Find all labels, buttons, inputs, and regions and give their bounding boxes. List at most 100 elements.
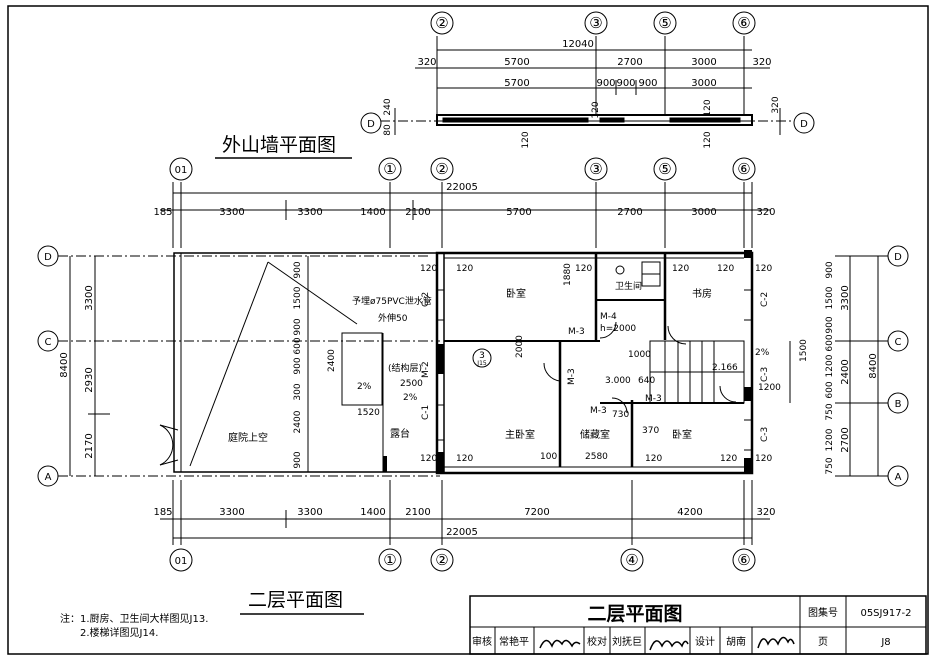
- dim-1200-right: 1200: [758, 383, 781, 393]
- section-mark: 3: [479, 351, 485, 361]
- right-detail-900: 900: [825, 261, 835, 278]
- right-total-8400: 8400: [868, 353, 879, 378]
- pipe-note-2: 外伸50: [378, 312, 408, 324]
- dim-1520: 1520: [357, 408, 380, 418]
- right-detail-750b: 750: [825, 457, 835, 474]
- left-total-8400: 8400: [59, 352, 70, 377]
- room-terrace: 露台: [390, 427, 410, 440]
- gable-grid-d-left: D: [367, 119, 375, 130]
- inner-left-chain: 900 1500 900 600 900 300 2400 900: [293, 256, 309, 472]
- inner-left-1500: 1500: [293, 286, 303, 309]
- dim-2400-inner: 2400: [327, 349, 337, 372]
- bottom-dim-7200: 7200: [524, 507, 549, 518]
- gable-dim2-900c: 900: [638, 78, 657, 89]
- title-block-page-label: 页: [818, 636, 828, 648]
- title-block-page-no: J8: [880, 637, 890, 648]
- plan-top-grid-markers: 01 ① ② ③ ⑤ ⑥: [169, 157, 756, 181]
- gable-side-320: 320: [771, 96, 781, 113]
- row-c-left: C: [45, 337, 52, 348]
- plan-walls: [159, 251, 754, 475]
- bottom-dim-1400: 1400: [360, 507, 385, 518]
- plan-inner-dims: 120 120 120 120 120 120 1880 1000 2000 2…: [327, 263, 809, 464]
- right-seg-2400: 2400: [840, 359, 851, 384]
- right-seg-3300: 3300: [840, 285, 851, 310]
- gable-dim-320-r: 320: [752, 57, 771, 68]
- gable-grid-markers: ② ③ ⑤ ⑥ D D: [360, 11, 815, 134]
- left-seg-2170: 2170: [84, 433, 95, 458]
- row-d-right: D: [894, 252, 902, 263]
- dim-120-d: 120: [672, 264, 689, 274]
- dim-370: 370: [642, 426, 659, 436]
- inner-left-600: 600: [293, 337, 303, 354]
- row-a-left: A: [45, 472, 52, 483]
- plan-grid-01-top: 01: [175, 165, 188, 176]
- gable-wall-120b: 120: [591, 101, 601, 118]
- window-c3-a: C-3: [760, 367, 770, 382]
- bottom-dim-2100: 2100: [405, 507, 430, 518]
- right-detail-1500: 1500: [825, 286, 835, 309]
- gable-side-80: 80: [383, 124, 393, 136]
- plan-bottom-dim-lines: [160, 480, 770, 545]
- right-detail-1200: 1200: [825, 354, 835, 377]
- window-c2-right: C-2: [760, 292, 770, 307]
- dim-120-j: 120: [720, 454, 737, 464]
- gable-wall-120c: 120: [703, 131, 713, 148]
- dim-120-e: 120: [717, 264, 734, 274]
- plan-top-dim-3300a: 3300: [219, 207, 244, 218]
- row-b-right: B: [895, 399, 902, 410]
- room-master-bedroom: 主卧室: [505, 428, 535, 441]
- dim-100: 100: [540, 452, 557, 462]
- dim-2500: 2500: [400, 379, 423, 389]
- plan-grid-01-bottom: 01: [175, 556, 188, 567]
- room-courtyard-void: 庭院上空: [228, 431, 268, 444]
- gable-dim-2700: 2700: [617, 57, 642, 68]
- dim-2580: 2580: [585, 452, 608, 462]
- pipe-note: 予埋ø75PVC泄水管: [352, 295, 432, 307]
- plan-bottom-grid-markers: 01 ① ② ④ ⑥: [169, 548, 756, 572]
- title-block-drawing-title: 二层平面图: [587, 603, 682, 625]
- note-line-1: 注：1.厨房、卫生间大样图见J13.: [60, 612, 208, 625]
- plan-grid-6-top: ⑥: [737, 160, 750, 178]
- level-2166: 2.166: [712, 363, 738, 373]
- gable-grid-5: ⑤: [658, 14, 671, 32]
- plan-overall-dim-top: 22005: [446, 182, 478, 193]
- signature-designer: [757, 636, 795, 649]
- left-seg-3300: 3300: [84, 285, 95, 310]
- plan-top-dim-185: 185: [153, 207, 172, 218]
- dim-120-i: 120: [645, 454, 662, 464]
- room-bedroom-b: 卧室: [672, 428, 692, 441]
- title-block-check-label: 校对: [587, 635, 607, 648]
- gable-grid-2: ②: [435, 14, 448, 32]
- slope-note-c: 2%: [755, 348, 770, 358]
- bottom-dim-185: 185: [153, 507, 172, 518]
- room-bedroom-a: 卧室: [506, 287, 526, 300]
- room-bathroom: 卫生间: [615, 280, 642, 292]
- title-block: [469, 595, 927, 655]
- left-seg-2930: 2930: [84, 367, 95, 392]
- gable-side-240: 240: [383, 98, 393, 115]
- plan-overall-dim-bottom: 22005: [446, 527, 478, 538]
- dim-1500-right: 1500: [799, 339, 809, 362]
- title-block-reviewer: 常艳平: [499, 635, 529, 648]
- inner-left-900c: 900: [293, 357, 303, 374]
- plan-grid-1-top: ①: [383, 160, 396, 178]
- gable-wall-plan-title: 外山墙平面图: [222, 134, 336, 156]
- sheet-border: [7, 5, 929, 655]
- plan-top-dim-320: 320: [756, 207, 775, 218]
- room-study: 书房: [692, 287, 712, 300]
- dim-1000: 1000: [628, 350, 651, 360]
- door-m3-a: M-3: [568, 327, 585, 337]
- gable-wall-120a: 120: [521, 131, 531, 148]
- gable-dim2-3000: 3000: [691, 78, 716, 89]
- bottom-dim-320: 320: [756, 507, 775, 518]
- gable-overall-dim: 12040: [562, 39, 594, 50]
- door-m4: M-4: [600, 312, 617, 322]
- door-m2: M-2: [421, 361, 431, 378]
- right-detail-900b: 900: [825, 316, 835, 333]
- plan-grid-1-bottom: ①: [383, 551, 396, 569]
- plan-top-dim-5700: 5700: [506, 207, 531, 218]
- plan-grid-6-bottom: ⑥: [737, 551, 750, 569]
- window-c3-b: C-3: [760, 427, 770, 442]
- window-c1: C-1: [421, 405, 431, 420]
- right-detail-600: 600: [825, 334, 835, 351]
